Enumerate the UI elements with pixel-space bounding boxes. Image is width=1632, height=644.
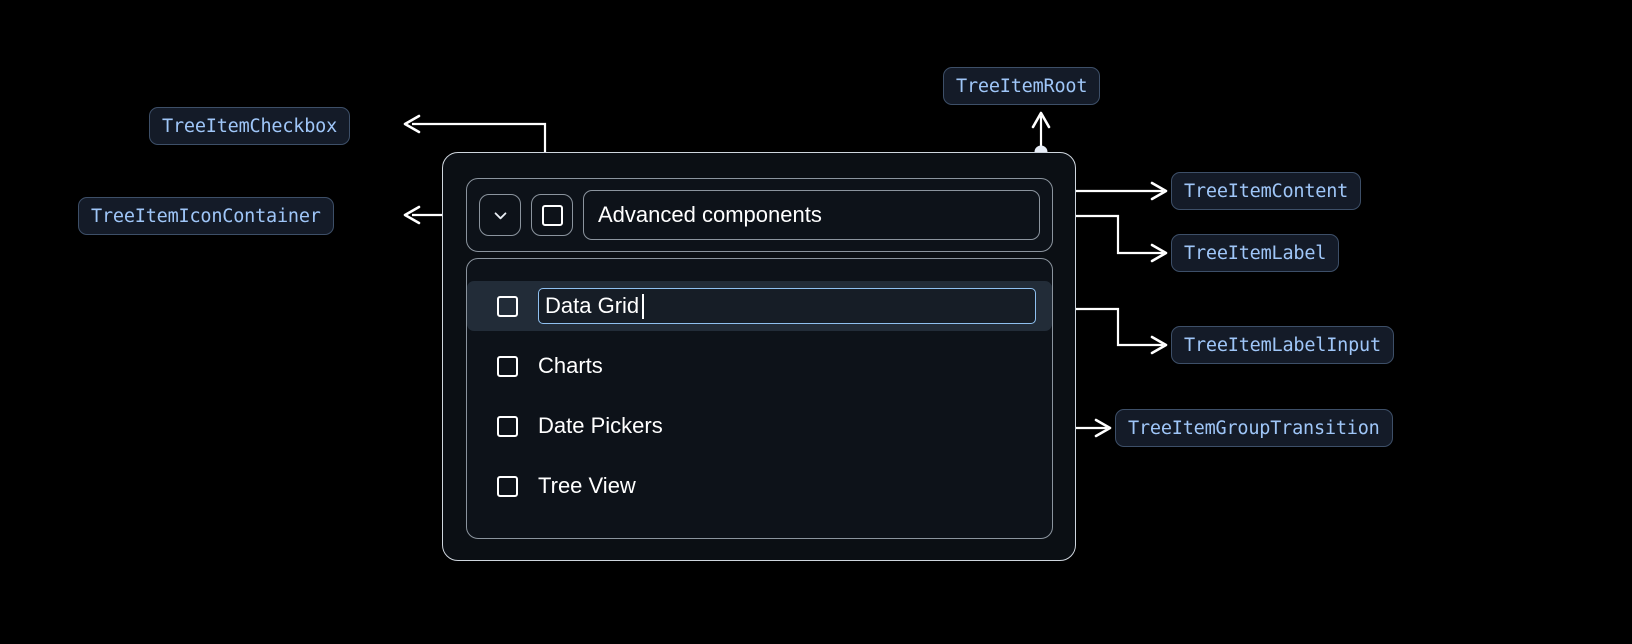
annotation-chip-content: TreeItemContent [1171, 172, 1362, 210]
checkbox-unchecked-icon[interactable] [497, 415, 518, 437]
tree-item-label-text: Advanced components [598, 202, 822, 227]
tree-row-date-pickers[interactable]: Date Pickers [467, 401, 1052, 451]
tree-item-label[interactable]: Advanced components [583, 190, 1040, 240]
annotation-chip-group-transition: TreeItemGroupTransition [1115, 409, 1393, 447]
chevron-down-icon [494, 211, 506, 219]
tree-row-label: Charts [538, 353, 603, 378]
tree-row-data-grid[interactable]: Data Grid [467, 281, 1052, 331]
text-caret [642, 293, 644, 319]
tree-item-content[interactable]: Advanced components [466, 178, 1053, 252]
tree-item-group-transition: Data Grid Charts Date Pickers Tree View [466, 258, 1053, 539]
tree-row-tree-view[interactable]: Tree View [467, 461, 1052, 511]
tree-row-label: Tree View [538, 473, 636, 498]
checkbox-unchecked-icon[interactable] [497, 475, 518, 497]
annotation-chip-checkbox: TreeItemCheckbox [149, 107, 351, 145]
checkbox-unchecked-icon[interactable] [497, 355, 518, 377]
label-input-value: Data Grid [545, 293, 640, 318]
checkbox-unchecked-icon[interactable] [497, 295, 518, 317]
annotation-chip-root: TreeItemRoot [943, 67, 1101, 105]
tree-item-checkbox[interactable] [531, 194, 573, 236]
tree-row-label: Date Pickers [538, 413, 663, 438]
annotation-chip-label: TreeItemLabel [1171, 234, 1340, 272]
tree-item-label-input[interactable]: Data Grid [538, 288, 1036, 324]
tree-row-charts[interactable]: Charts [467, 341, 1052, 391]
tree-item-icon-container[interactable] [479, 194, 521, 236]
annotation-chip-label-input: TreeItemLabelInput [1171, 326, 1394, 364]
checkbox-unchecked-icon [541, 204, 563, 226]
annotation-chip-icon-container: TreeItemIconContainer [78, 197, 334, 235]
